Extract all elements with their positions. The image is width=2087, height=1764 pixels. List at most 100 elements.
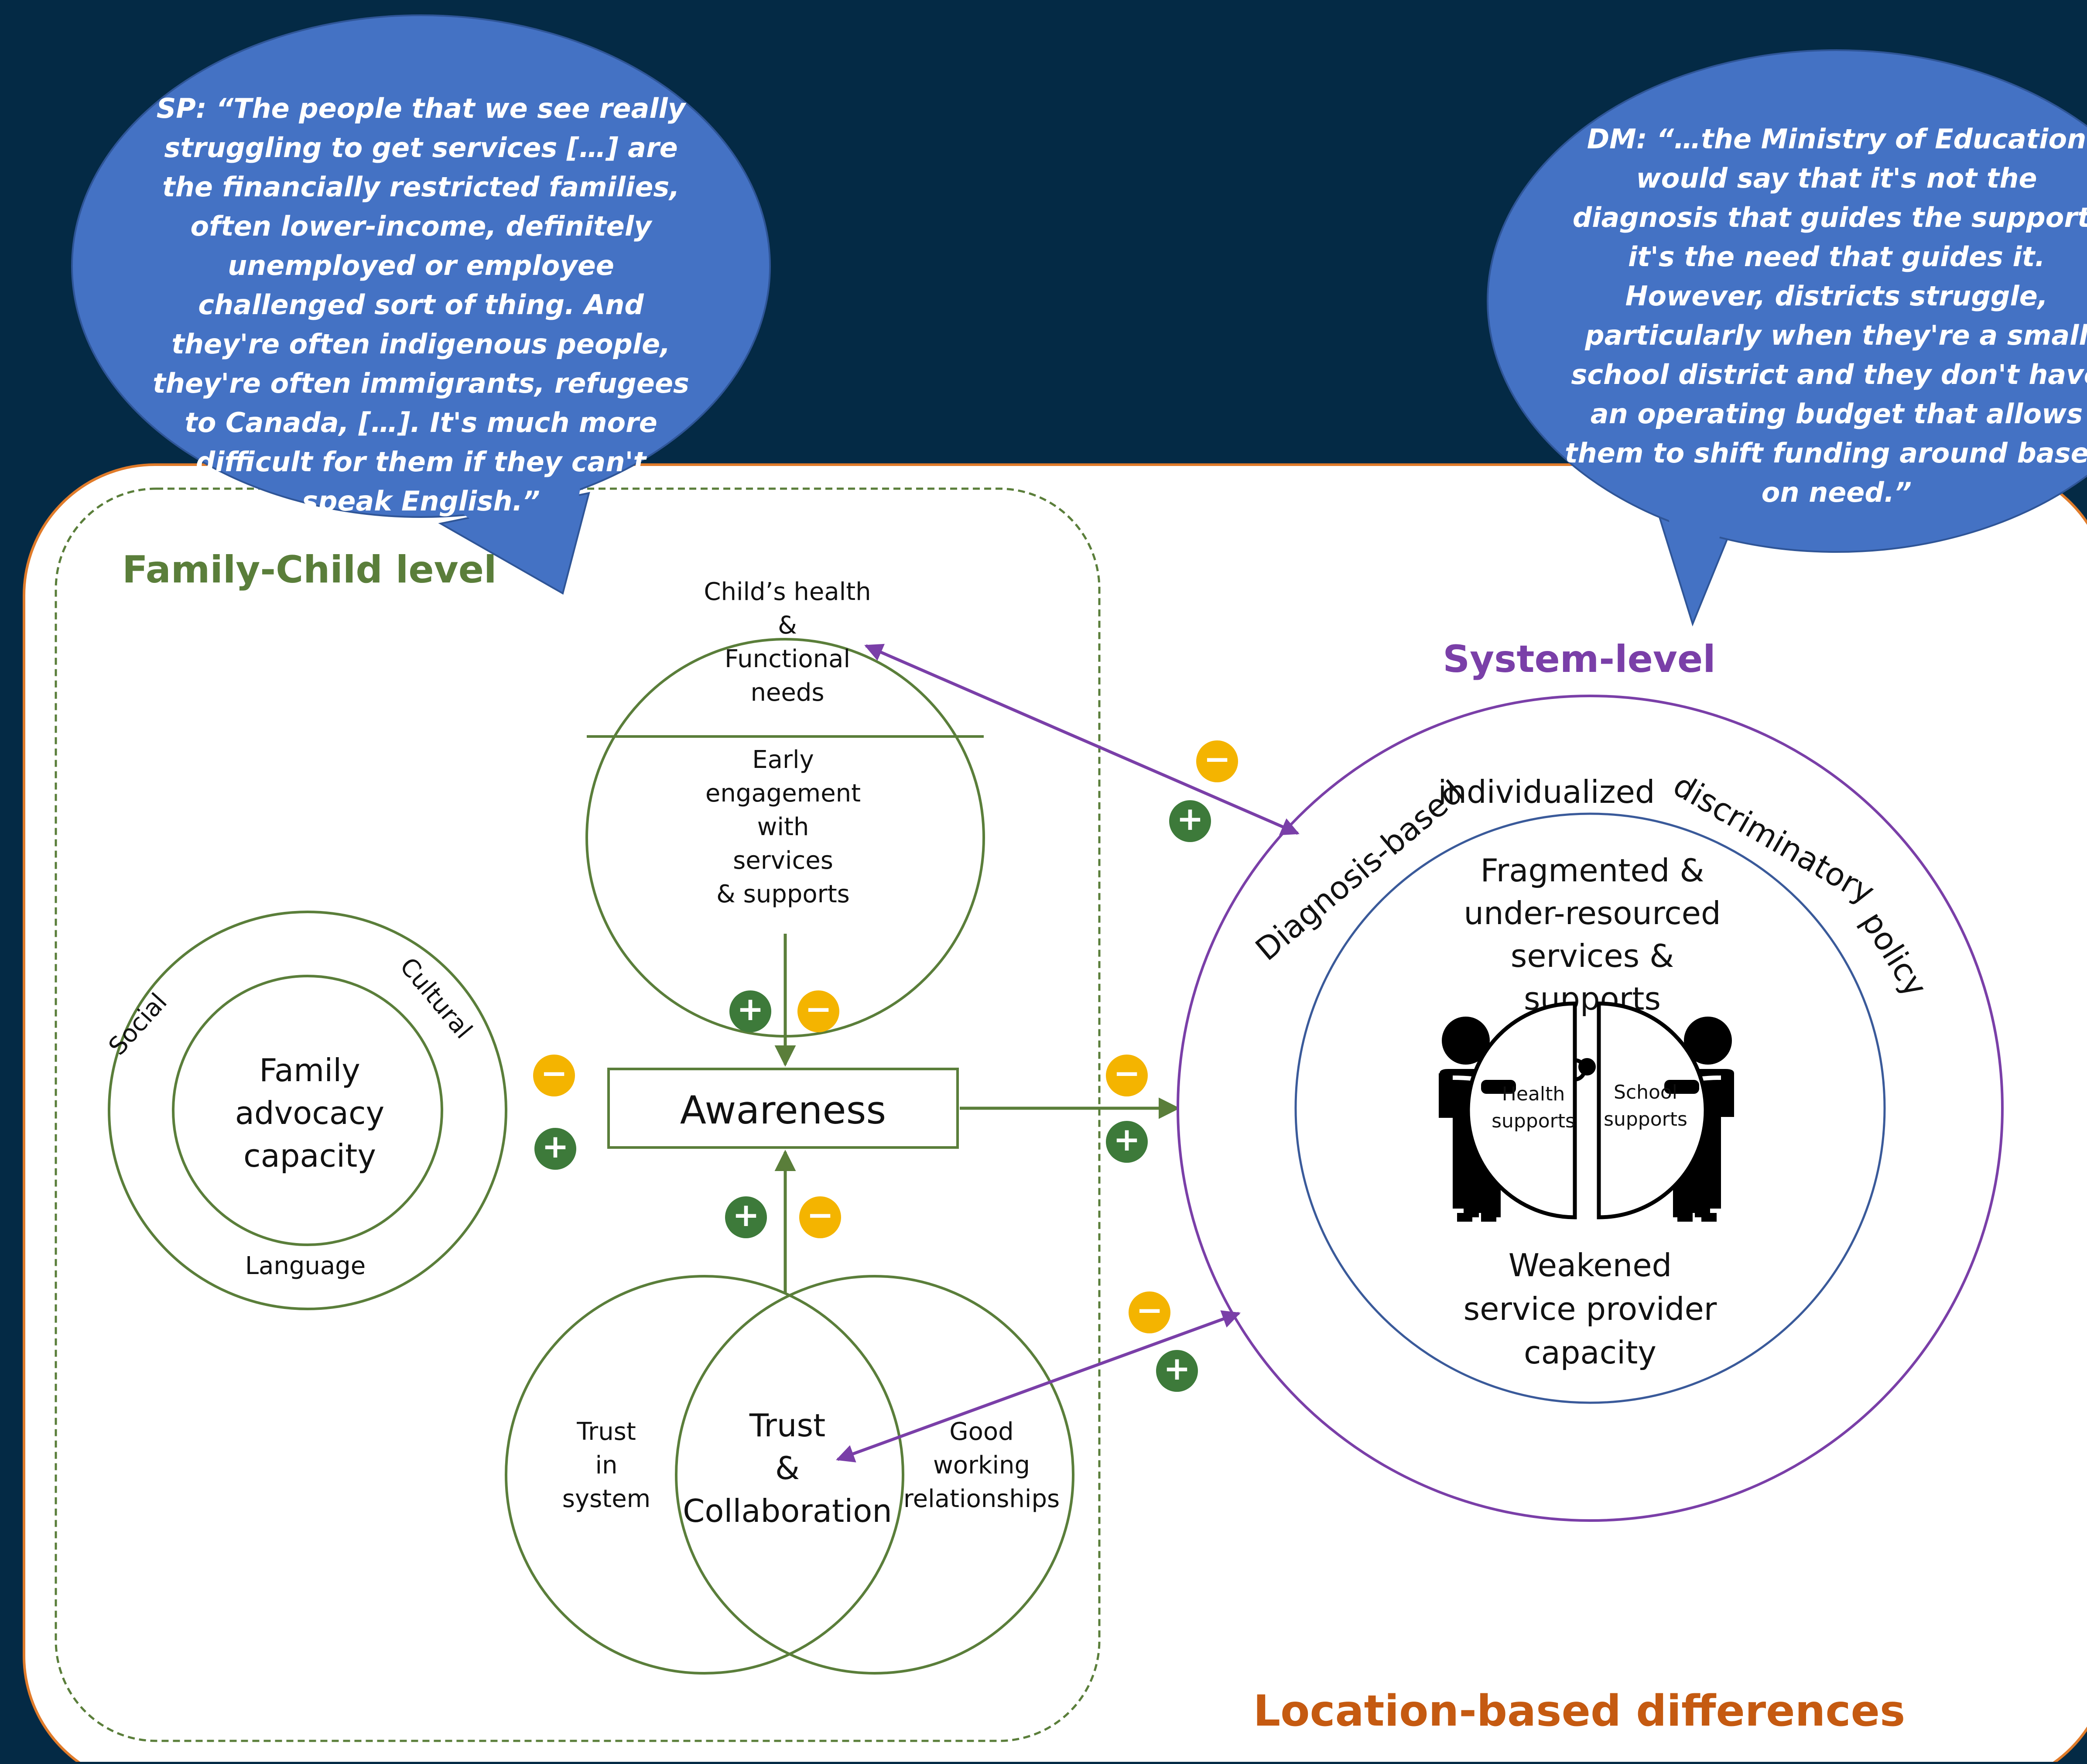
sp-text-line: often lower-income, definitely xyxy=(191,210,653,242)
dm-text-line: would say that it's not the xyxy=(1636,162,2037,194)
weak-text-line: service provider xyxy=(1464,1291,1717,1327)
dm-text-line: an operating budget that allows xyxy=(1591,398,2083,430)
school-sup-text-line: supports xyxy=(1604,1108,1687,1130)
trust-sys-text-line: in xyxy=(595,1451,617,1480)
trust-collaboration-label: Trust & Collaboration xyxy=(683,1407,892,1529)
frag-text-line: Fragmented & xyxy=(1481,852,1704,889)
svg-text:−: − xyxy=(541,1055,568,1092)
dm-text-line: However, districts struggle, xyxy=(1625,280,2048,312)
sp-text-line: speak English.” xyxy=(302,485,540,517)
dm-text-line: particularly when they're a small xyxy=(1584,319,2087,351)
trust-sys-text-line: Trust xyxy=(576,1418,636,1446)
health-sup-text-line: supports xyxy=(1492,1110,1575,1132)
plus-badge-engagement: + xyxy=(729,990,771,1032)
sp-text-line: difficult for them if they can't xyxy=(196,446,647,478)
trust-collab-text-line: Trust xyxy=(749,1407,825,1444)
school-puzzle-piece xyxy=(1597,1001,1708,1219)
minus-badge-trust: − xyxy=(799,1196,841,1238)
health-text-line: & xyxy=(778,611,797,640)
svg-text:+: + xyxy=(737,990,764,1028)
svg-text:+: + xyxy=(1163,1350,1191,1387)
engage-text-line: & supports xyxy=(716,880,850,908)
awareness-label: Awareness xyxy=(680,1088,886,1133)
minus-badge-awareness: − xyxy=(1106,1055,1148,1096)
good-text-line: Good xyxy=(949,1418,1013,1446)
family-text-line: Family xyxy=(259,1052,360,1089)
svg-text:+: + xyxy=(1113,1121,1140,1158)
minus-badge-relationships: − xyxy=(1129,1291,1170,1333)
plus-badge-awareness: + xyxy=(1106,1121,1148,1163)
trust-sys-text-line: system xyxy=(562,1485,650,1513)
good-text-line: relationships xyxy=(903,1485,1060,1513)
people-puzzle-icon: Health supports School supports xyxy=(1439,1001,1734,1222)
trust-in-system-label: Trust in system xyxy=(562,1418,650,1513)
plus-badge-health: + xyxy=(1169,800,1211,842)
health-text-line: needs xyxy=(750,678,824,707)
svg-text:−: − xyxy=(807,1196,834,1234)
plus-badge-family: + xyxy=(534,1128,576,1170)
dm-quote-text: DM: “…the Ministry of Education would say… xyxy=(1565,123,2087,508)
engage-text-line: with xyxy=(757,813,809,841)
minus-badge-health: − xyxy=(1196,740,1238,782)
health-supports-label: Health supports xyxy=(1492,1083,1575,1132)
dm-text-line: diagnosis that guides the support, xyxy=(1573,202,2087,233)
trust-collab-text-line: & xyxy=(775,1450,800,1487)
trust-in-system-circle xyxy=(505,1275,904,1675)
trust-collab-text-line: Collaboration xyxy=(683,1493,892,1529)
svg-text:+: + xyxy=(732,1196,760,1234)
family-advocacy-label: Family advocacy capacity xyxy=(235,1052,384,1174)
svg-text:+: + xyxy=(542,1128,569,1165)
frag-text-line: under-resourced xyxy=(1464,895,1721,932)
health-text-line: Child’s health xyxy=(704,578,871,606)
svg-text:+: + xyxy=(1177,800,1204,838)
services-supports-circle xyxy=(1294,812,1886,1404)
dm-text-line: on need.” xyxy=(1762,476,1912,508)
frag-text-line: services & xyxy=(1511,938,1674,974)
minus-badge-family: − xyxy=(533,1055,575,1096)
dm-quote-bubble: DM: “…the Ministry of Education would say… xyxy=(1487,49,2087,627)
health-text-line: Functional xyxy=(725,645,850,673)
family-text-line: capacity xyxy=(243,1137,376,1174)
weak-text-line: Weakened xyxy=(1509,1247,1672,1284)
engage-text-line: services xyxy=(733,846,833,875)
school-supports-label: School supports xyxy=(1604,1081,1687,1130)
sp-text-line: challenged sort of thing. And xyxy=(198,289,644,321)
sp-text-line: they're often indigenous people, xyxy=(171,328,671,360)
trust-system-arrow xyxy=(836,1310,1241,1463)
plus-badge-relationships: + xyxy=(1156,1350,1198,1392)
dm-text-line: DM: “…the Ministry of Education xyxy=(1587,123,2087,155)
sp-text-line: they're often immigrants, refugees xyxy=(153,367,689,399)
dm-text-line: them to shift funding around based xyxy=(1565,437,2087,469)
health-system-arrow xyxy=(864,644,1300,836)
family-text-line: advocacy xyxy=(235,1095,384,1131)
system-level-title: System-level xyxy=(1443,637,1716,681)
sp-text-line: the financially restricted families, xyxy=(162,171,680,203)
plus-badge-trust: + xyxy=(725,1196,767,1238)
family-child-level-title: Family-Child level xyxy=(122,548,497,592)
childs-health-needs-label: Child’s health & Functional needs xyxy=(704,578,871,707)
svg-text:−: − xyxy=(1204,740,1231,778)
good-relationships-circle xyxy=(675,1275,1074,1675)
health-sup-text-line: Health xyxy=(1502,1083,1565,1105)
sp-text-line: struggling to get services […] are xyxy=(164,132,677,164)
good-text-line: working xyxy=(933,1451,1030,1480)
family-advocacy-circle xyxy=(172,975,443,1246)
minus-badge-engagement: − xyxy=(797,990,839,1032)
dm-text-line: it's the need that guides it. xyxy=(1628,241,2045,273)
influence-badges: + − + − − + − + − + − + xyxy=(533,740,1238,1392)
location-differences-title: Location-based differences xyxy=(1253,1686,1906,1736)
language-label: Language xyxy=(245,1252,366,1280)
individualized-label: individualized xyxy=(1438,774,1655,810)
awareness-box xyxy=(607,1068,959,1149)
school-sup-text-line: School xyxy=(1614,1081,1677,1103)
weakened-capacity-label: Weakened service provider capacity xyxy=(1464,1247,1717,1371)
weak-text-line: capacity xyxy=(1524,1334,1656,1371)
engage-text-line: Early xyxy=(752,746,814,774)
dm-text-line: school district and they don't have xyxy=(1571,359,2087,390)
